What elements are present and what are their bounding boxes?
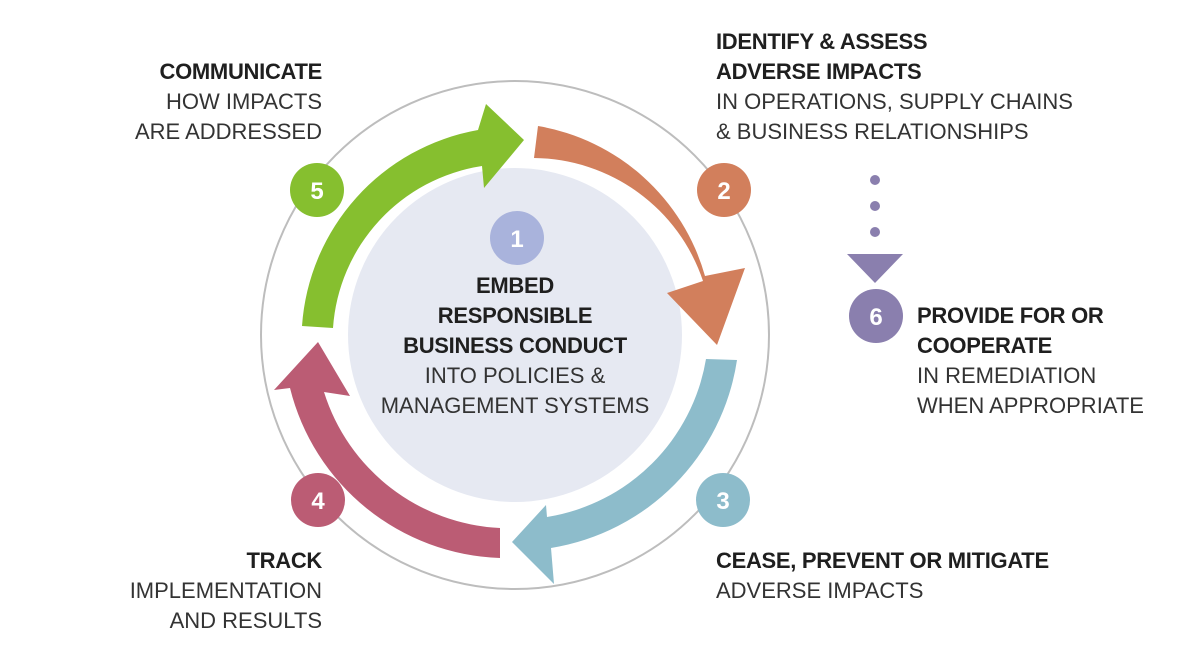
cease-subtext: ADVERSE IMPACTS [716, 578, 924, 603]
center-label: EMBED RESPONSIBLE BUSINESS CONDUCT INTO … [365, 271, 665, 421]
badge-step-4: 4 [291, 473, 345, 527]
badge-step-2-number: 2 [717, 178, 730, 205]
communicate-label: COMMUNICATE HOW IMPACTS ARE ADDRESSED [100, 57, 322, 147]
communicate-heading: COMMUNICATE [159, 59, 323, 84]
cease-heading: CEASE, PREVENT OR MITIGATE [716, 548, 1049, 573]
identify-heading-2: ADVERSE IMPACTS [716, 59, 922, 84]
arrow-cease-to-track [512, 359, 737, 584]
remedy-heading-1: PROVIDE FOR OR [917, 303, 1104, 328]
communicate-subtext-2: ARE ADDRESSED [134, 119, 322, 144]
identify-subtext-2: & BUSINESS RELATIONSHIPS [716, 119, 1029, 144]
badge-step-3: 3 [696, 473, 750, 527]
arrow-identify-to-cease [534, 126, 745, 345]
track-subtext-2: AND RESULTS [169, 608, 322, 633]
track-heading: TRACK [246, 548, 323, 573]
track-subtext-1: IMPLEMENTATION [129, 578, 322, 603]
badge-step-1: 1 [490, 211, 544, 265]
center-heading-3: BUSINESS CONDUCT [403, 333, 627, 358]
connector-dot [870, 175, 880, 185]
arrow-track-to-communicate [274, 342, 500, 558]
badge-step-6-number: 6 [869, 304, 882, 331]
remedy-subtext-2: WHEN APPROPRIATE [917, 393, 1144, 418]
track-label: TRACK IMPLEMENTATION AND RESULTS [100, 546, 323, 636]
identify-label: IDENTIFY & ASSESS ADVERSE IMPACTS IN OPE… [716, 27, 1116, 147]
center-disc [348, 168, 682, 502]
identify-heading-1: IDENTIFY & ASSESS [716, 29, 928, 54]
connector-dot [870, 227, 880, 237]
cease-label: CEASE, PREVENT OR MITIGATE ADVERSE IMPAC… [716, 546, 1116, 606]
center-heading-2: RESPONSIBLE [437, 303, 593, 328]
badge-step-4-number: 4 [311, 488, 325, 515]
connector-arrowhead [847, 254, 903, 283]
remedy-subtext-1: IN REMEDIATION [917, 363, 1097, 388]
center-subtext-1: INTO POLICIES & [424, 363, 606, 388]
communicate-subtext-1: HOW IMPACTS [165, 89, 322, 114]
remedy-label: PROVIDE FOR OR COOPERATE IN REMEDIATION … [917, 301, 1177, 421]
center-heading-1: EMBED [476, 273, 554, 298]
badge-step-5: 5 [290, 163, 344, 217]
badge-step-2: 2 [697, 163, 751, 217]
arrow-communicate-to-identify [302, 104, 524, 328]
center-subtext-2: MANAGEMENT SYSTEMS [380, 393, 650, 418]
badge-step-5-number: 5 [310, 178, 323, 205]
badge-step-3-number: 3 [716, 488, 729, 515]
badge-step-6: 6 [849, 289, 903, 343]
remedy-heading-2: COOPERATE [917, 333, 1053, 358]
badge-step-1-number: 1 [510, 226, 523, 253]
identify-subtext-1: IN OPERATIONS, SUPPLY CHAINS [716, 89, 1073, 114]
outer-ring [260, 80, 770, 590]
connector-dot [870, 201, 880, 211]
